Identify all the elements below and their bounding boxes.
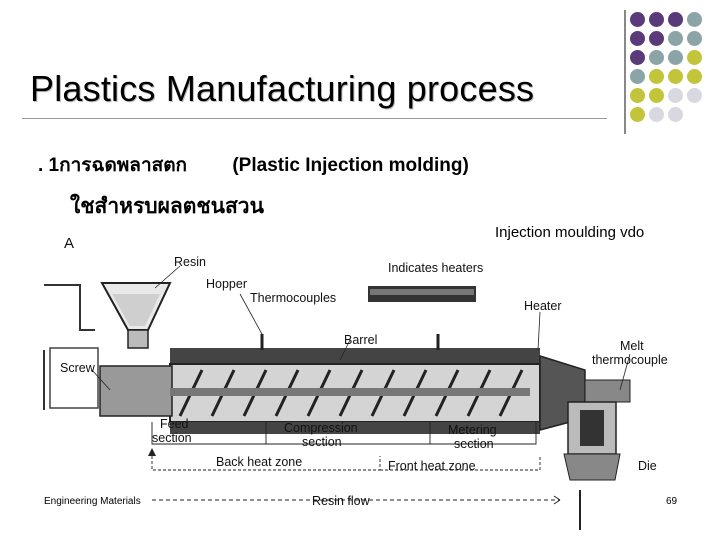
decor-dot xyxy=(649,12,664,27)
decor-dot xyxy=(649,88,664,103)
decor-dot xyxy=(668,50,683,65)
decor-dot xyxy=(649,69,664,84)
label-metering-section: section xyxy=(454,437,494,451)
label-back-heat-zone: Back heat zone xyxy=(216,455,302,469)
decor-dot xyxy=(630,69,645,84)
label-compression: Compression xyxy=(284,421,358,435)
decor-dot xyxy=(687,12,702,27)
label-feed: Feed xyxy=(160,417,189,431)
label-resin: Resin xyxy=(174,255,206,269)
decor-dot xyxy=(668,12,683,27)
decor-dot xyxy=(668,69,683,84)
decor-dot xyxy=(630,31,645,46)
decor-dot xyxy=(687,69,702,84)
decor-dot xyxy=(630,88,645,103)
slide-title: Plastics Manufacturing process xyxy=(30,68,535,109)
decor-dot xyxy=(630,50,645,65)
injection-molding-diagram: A Resin Hopper Thermocouples Indicates h… xyxy=(43,235,668,530)
label-screw: Screw xyxy=(60,361,96,375)
label-metering: Metering xyxy=(448,423,497,437)
decor-dot xyxy=(687,88,702,103)
bullet-subtext: ใชสำหรบผลตชนสวน xyxy=(70,195,264,218)
decor-dot xyxy=(630,107,645,122)
label-front-heat-zone: Front heat zone xyxy=(388,459,476,473)
label-thermocouple: thermocouple xyxy=(592,353,668,367)
label-compression-section: section xyxy=(302,435,342,449)
label-resin-flow: Resin flow xyxy=(312,494,371,508)
decor-dot xyxy=(687,31,702,46)
decor-dot xyxy=(687,50,702,65)
decor-dot xyxy=(649,107,664,122)
label-thermocouples: Thermocouples xyxy=(250,291,336,305)
decor-dot xyxy=(649,50,664,65)
decor-dot xyxy=(649,31,664,46)
label-hopper: Hopper xyxy=(206,277,247,291)
bullet-thai-text: . 1การฉดพลาสตก xyxy=(38,155,188,176)
title-underline xyxy=(22,118,607,119)
decor-dot xyxy=(668,107,683,122)
page-number: 69 xyxy=(666,496,678,507)
decor-divider xyxy=(624,10,626,134)
label-melt: Melt xyxy=(620,339,644,353)
bullet-heading: . 1การฉดพลาสตก (Plastic Injection moldin… xyxy=(38,150,469,180)
label-heater: Heater xyxy=(524,299,562,313)
diagram-label-a: A xyxy=(64,235,74,252)
label-indicates-heaters: Indicates heaters xyxy=(388,261,483,275)
label-feed-section: section xyxy=(152,431,192,445)
footer-course-name: Engineering Materials xyxy=(44,496,141,507)
decor-dot xyxy=(668,88,683,103)
video-link[interactable]: Injection moulding vdo xyxy=(495,224,645,241)
label-die: Die xyxy=(638,459,657,473)
bullet-english-text: (Plastic Injection molding) xyxy=(232,155,469,176)
label-barrel: Barrel xyxy=(344,333,377,347)
decor-dot xyxy=(630,12,645,27)
decor-dot xyxy=(668,31,683,46)
